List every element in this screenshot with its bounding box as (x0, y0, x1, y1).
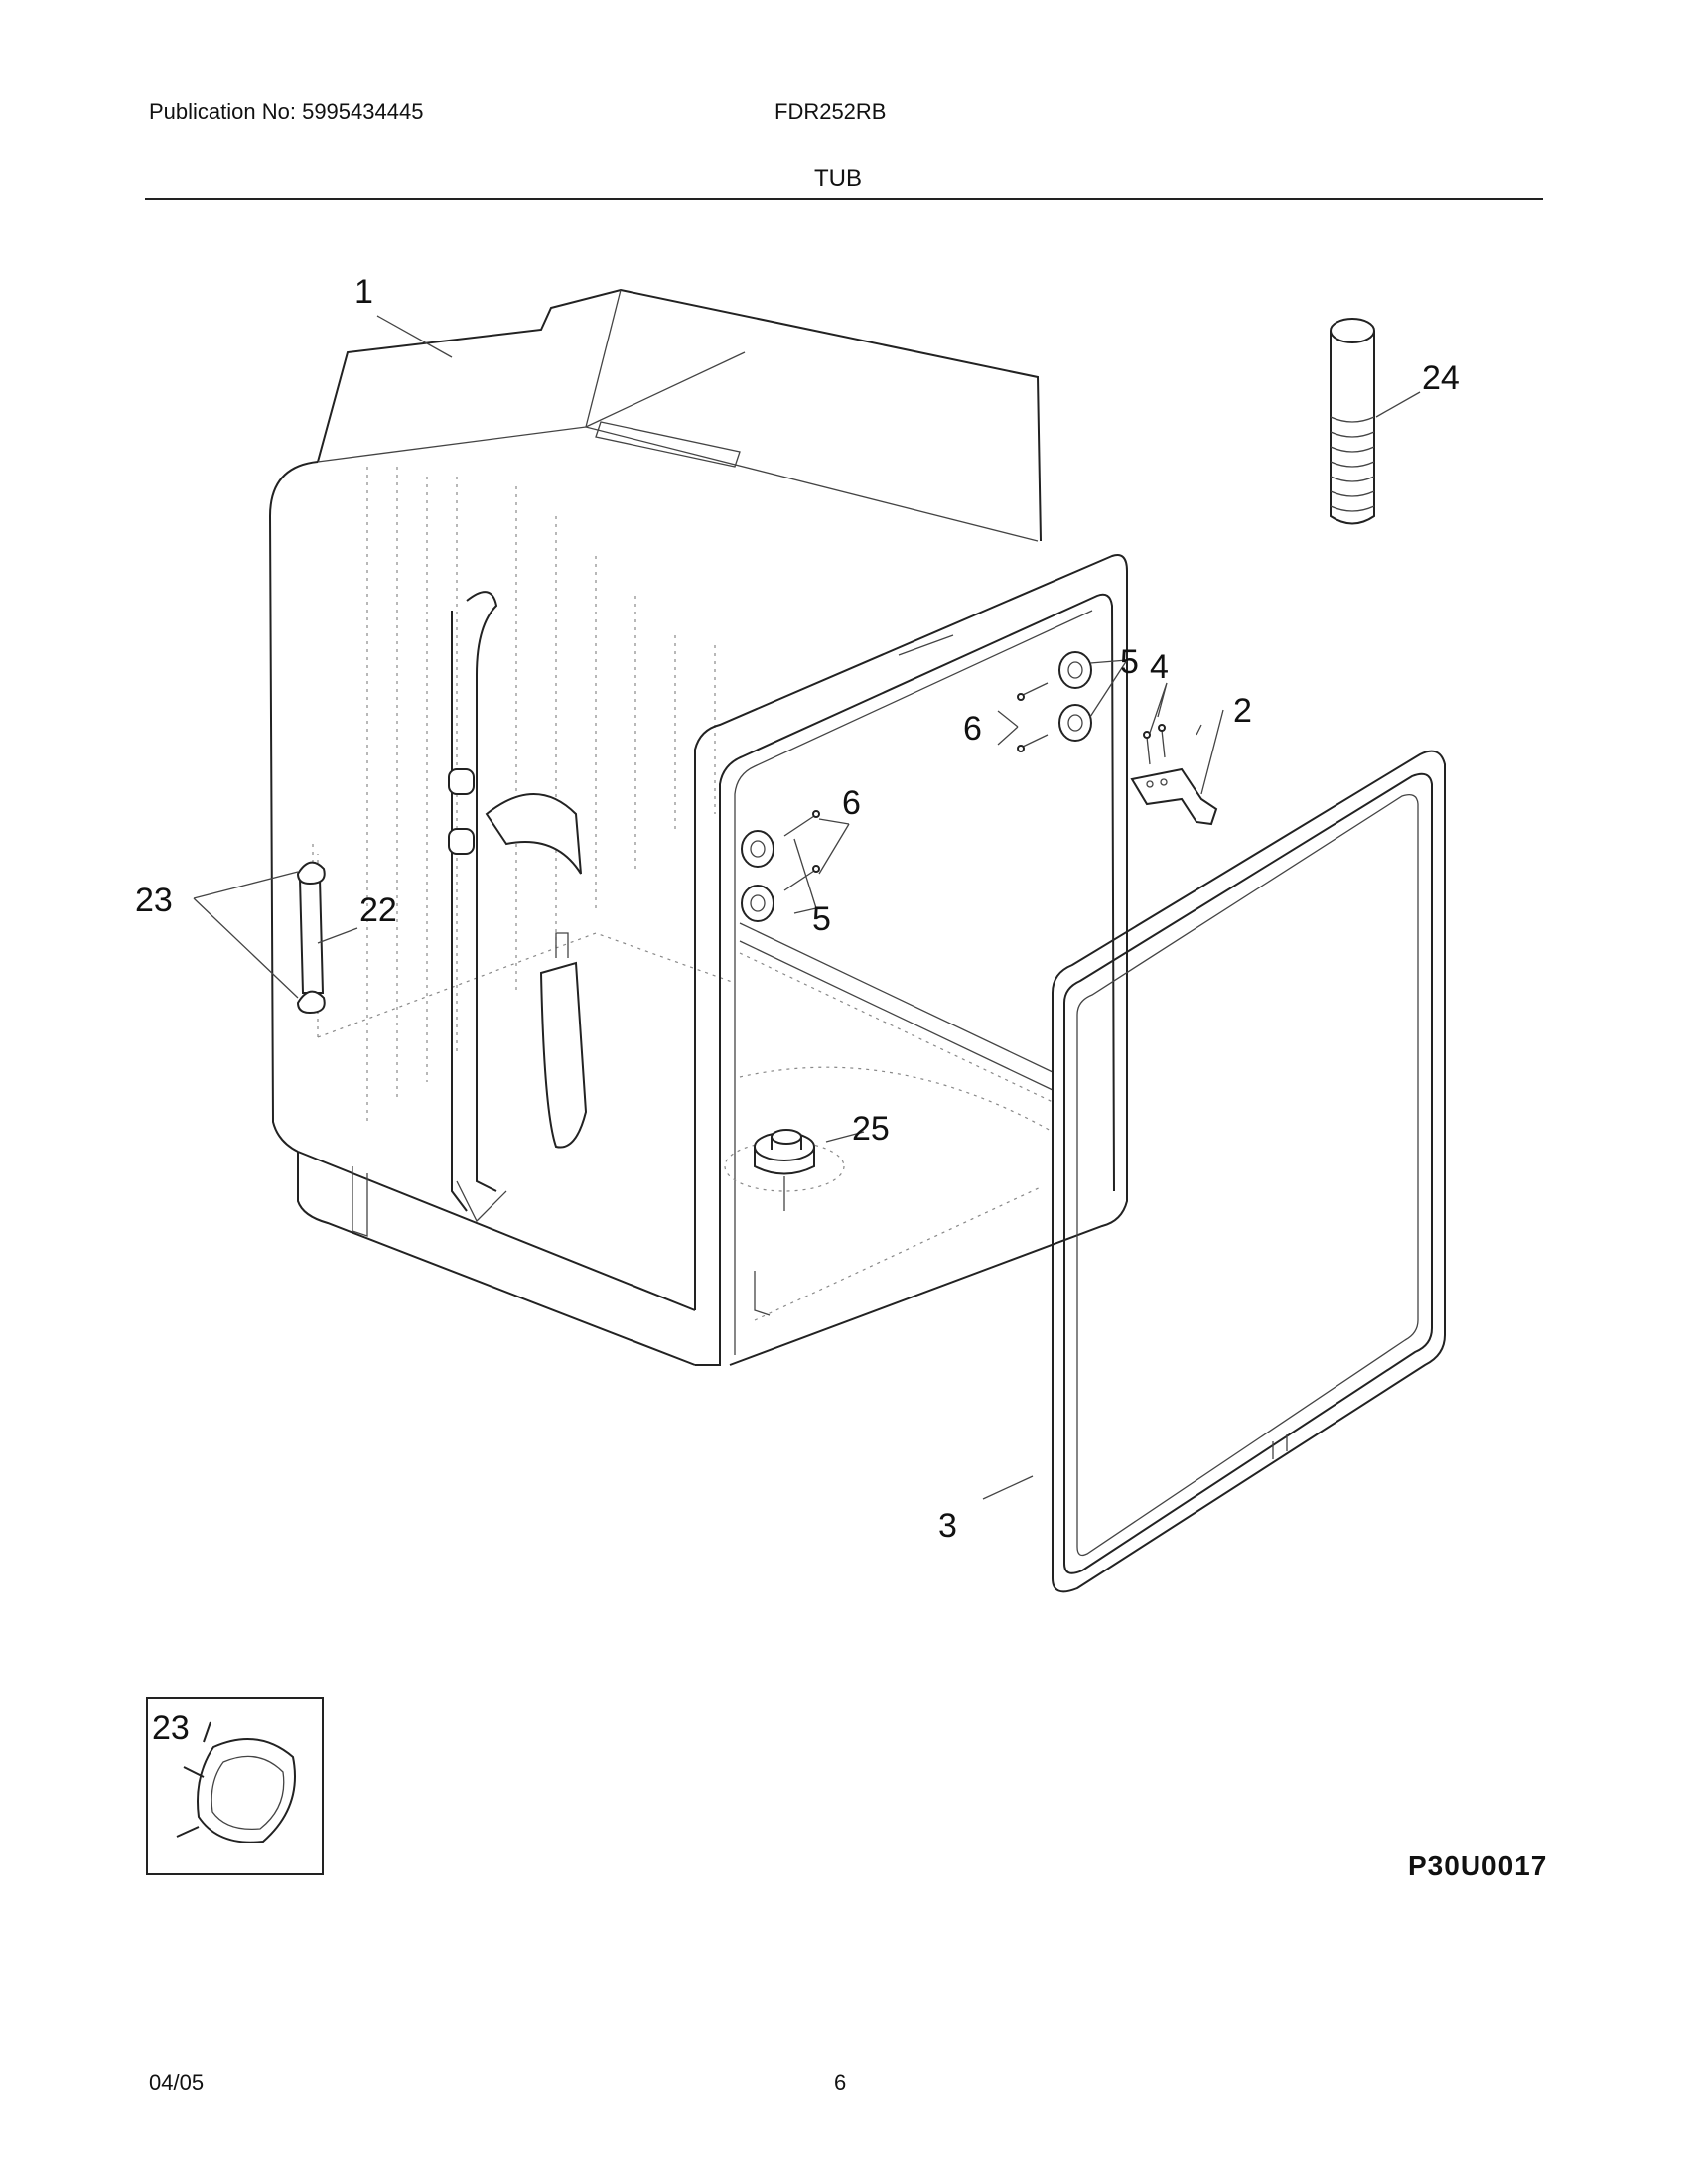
callout-23: 23 (135, 882, 173, 919)
callout-5-lower: 5 (812, 900, 831, 938)
bracket (1130, 767, 1218, 826)
callout-23-inset: 23 (152, 1709, 190, 1747)
callout-24: 24 (1422, 359, 1460, 397)
screws (783, 682, 1166, 891)
callout-25: 25 (852, 1110, 890, 1148)
float-assembly (724, 1129, 845, 1211)
callout-6-upper: 6 (963, 710, 982, 748)
fill-tube (1330, 318, 1375, 525)
hose-with-clamps (296, 844, 326, 1015)
callout-5-upper: 5 (1120, 643, 1139, 681)
callout-6-lower: 6 (842, 784, 861, 822)
callout-4: 4 (1150, 648, 1169, 686)
section-title: TUB (814, 165, 862, 192)
leader-lines (193, 315, 1421, 1500)
page-number: 6 (834, 2070, 847, 2095)
publication-date: 04/05 (149, 2070, 205, 2095)
model-number: FDR252RB (774, 99, 887, 124)
callout-1: 1 (354, 273, 373, 311)
door-gasket (1052, 750, 1446, 1593)
callout-22: 22 (359, 891, 397, 929)
header-rule (145, 198, 1543, 200)
clamp-detail-inset (146, 1697, 324, 1875)
figure-code: P30U0017 (1408, 1850, 1548, 1881)
tub-body (268, 288, 1128, 1366)
callout-3: 3 (938, 1507, 957, 1545)
rack-rollers (741, 651, 1092, 922)
callout-2: 2 (1233, 692, 1252, 730)
publication-number: Publication No: 5995434445 (149, 99, 424, 124)
